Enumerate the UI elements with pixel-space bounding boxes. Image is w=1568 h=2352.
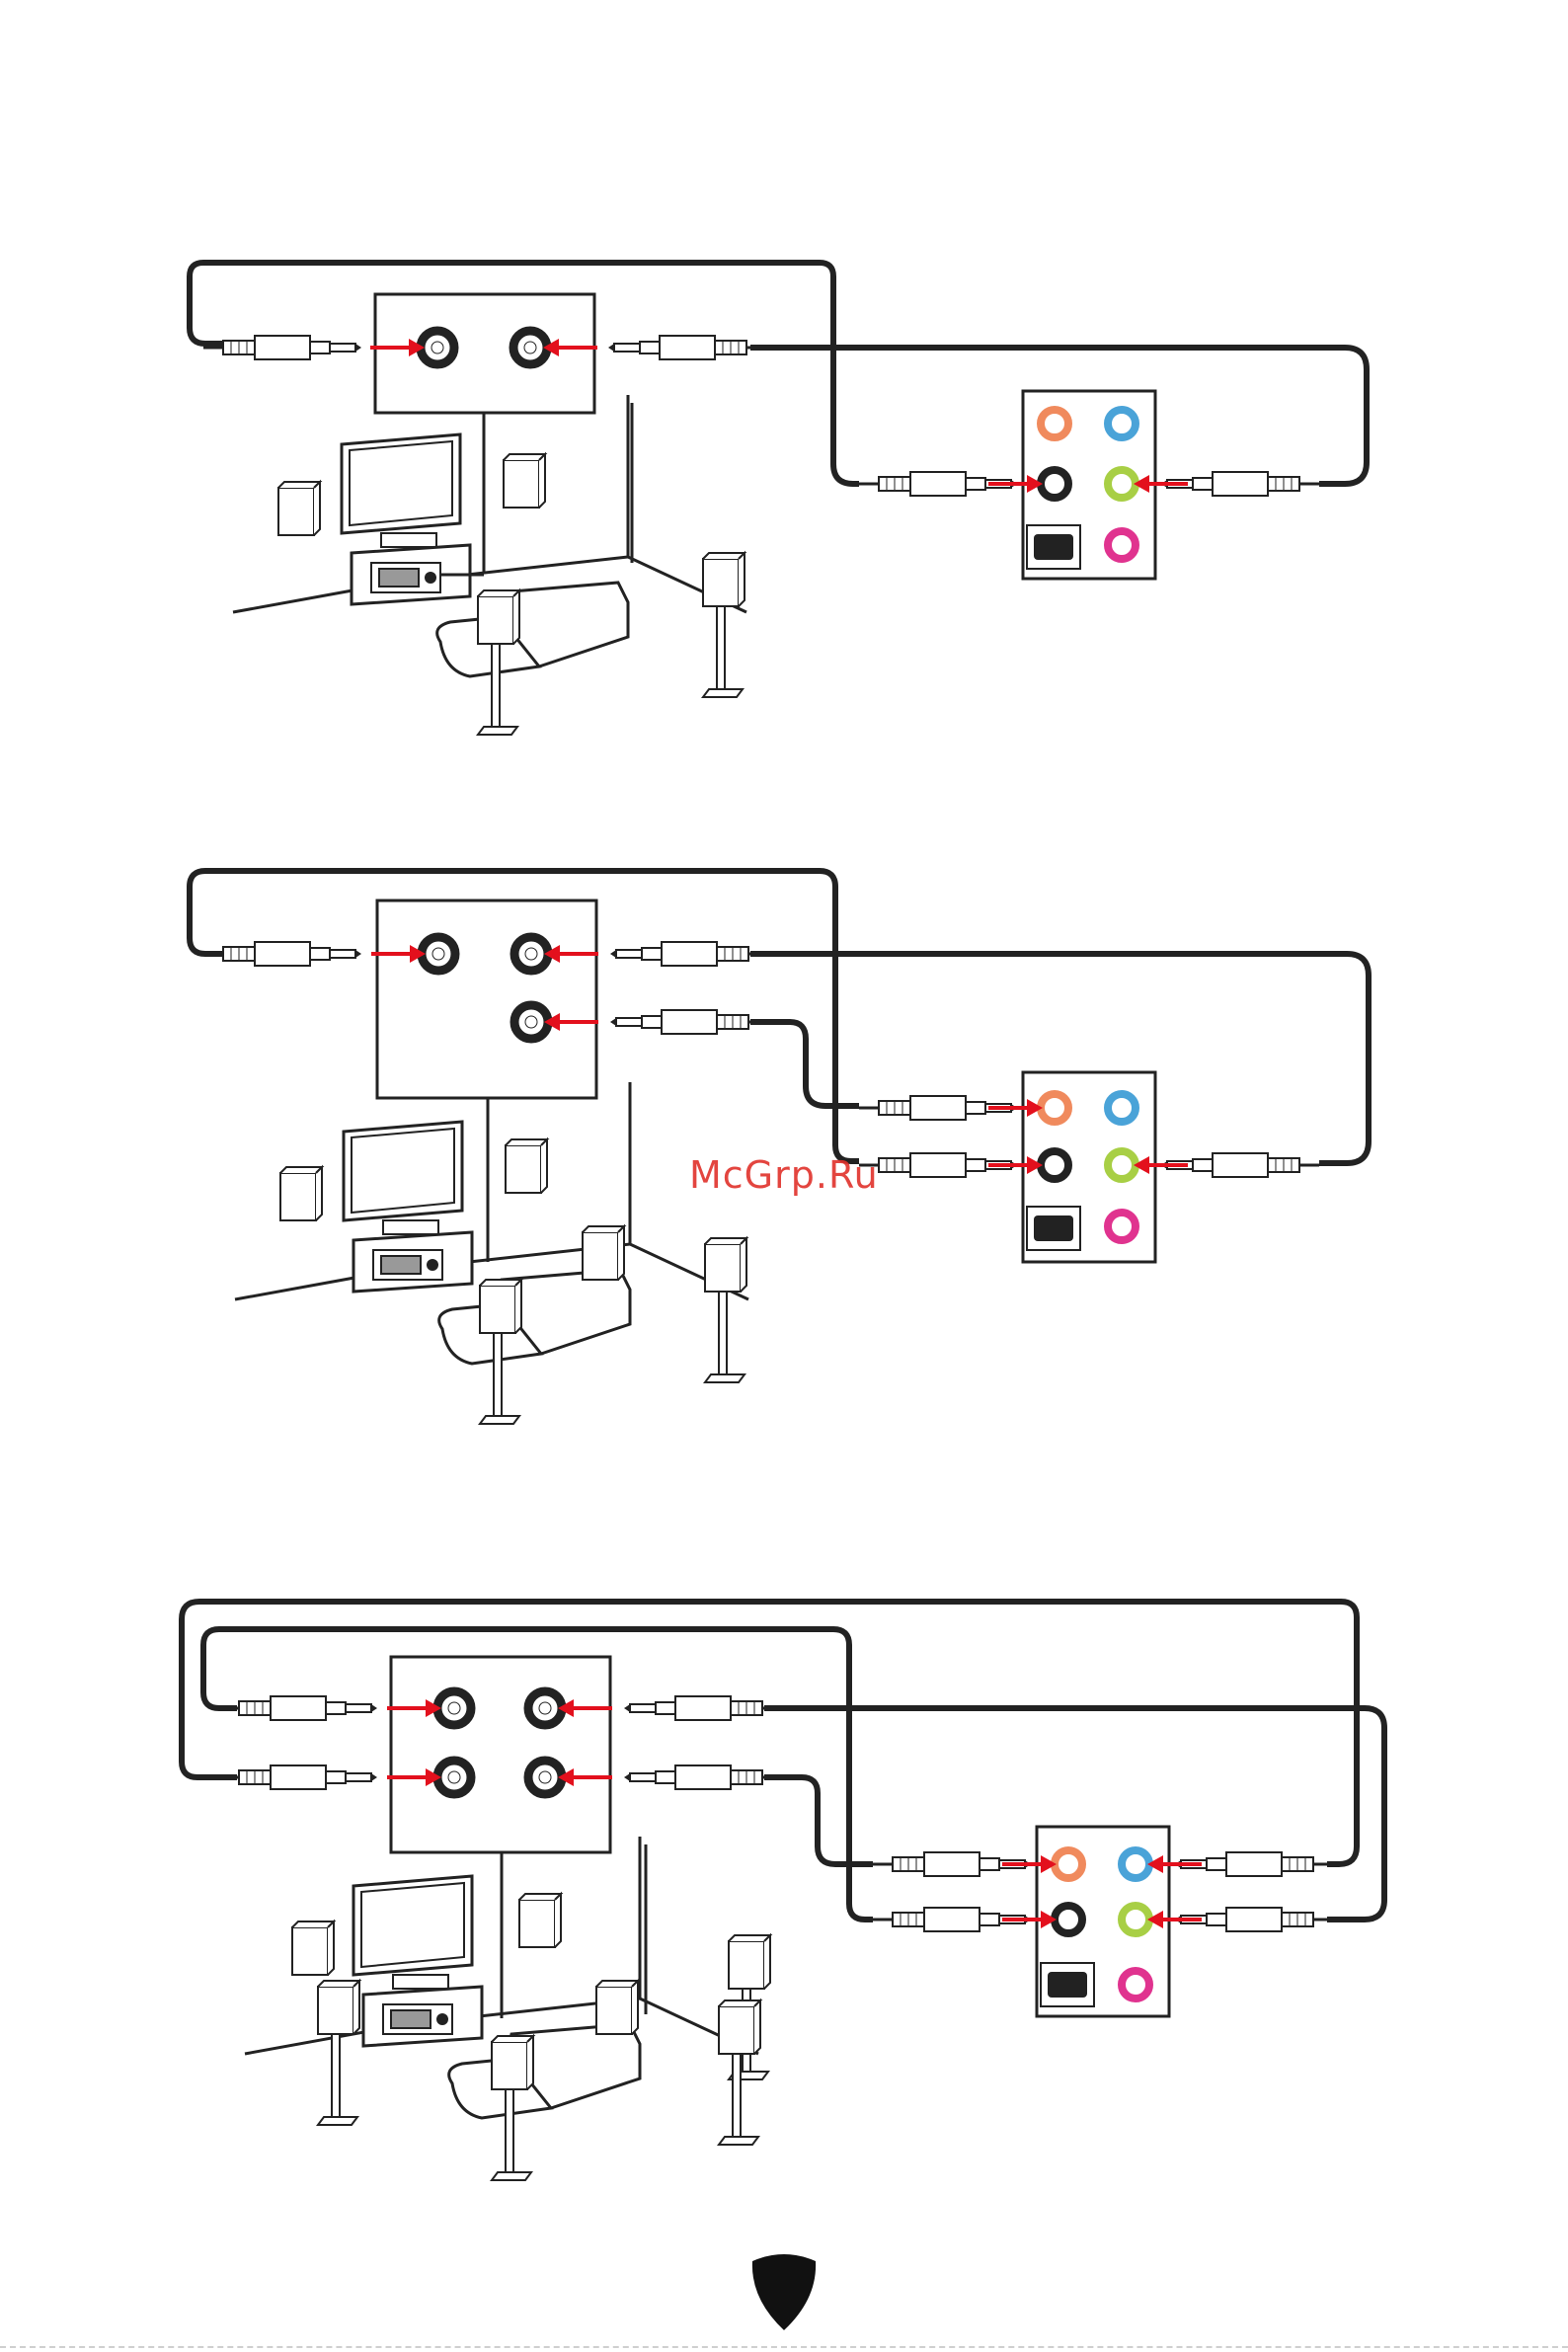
black-jack [1041, 470, 1068, 498]
audio-plug [610, 942, 768, 966]
receiver-jack [437, 1691, 471, 1725]
floor-speaker-icon [705, 1238, 746, 1382]
stereo-diagram [190, 263, 1367, 735]
green-jack [1122, 1906, 1149, 1933]
audio-plug [219, 1696, 377, 1720]
speaker-icon [506, 1139, 547, 1193]
pink-jack [1108, 531, 1136, 559]
audio-plug [203, 942, 361, 966]
audio-plug [610, 1010, 768, 1034]
receiver-panel [377, 901, 596, 1098]
green-jack [1108, 470, 1136, 498]
black-jack [1041, 1151, 1068, 1179]
receiver-jack [528, 1761, 562, 1794]
speaker-icon [278, 482, 320, 535]
subwoofer-icon [583, 1226, 624, 1280]
receiver-jack [513, 331, 547, 364]
receiver-jack [514, 937, 548, 971]
speaker-icon [519, 1894, 561, 1947]
black-jack [1055, 1906, 1082, 1933]
floor-speaker-icon [703, 553, 745, 697]
page-bottom-rule [0, 2346, 1568, 2348]
seven-one-diagram [182, 1602, 1384, 2180]
blue-jack [1108, 410, 1136, 437]
msi-shield-icon [752, 2254, 816, 2330]
audio-plug [608, 336, 766, 359]
receiver-jack [421, 331, 454, 364]
subwoofer-icon [596, 1981, 638, 2034]
blue-jack [1108, 1094, 1136, 1122]
watermark-text: McGrp.Ru [689, 1153, 879, 1197]
green-jack [1108, 1151, 1136, 1179]
receiver-jack [514, 1005, 548, 1039]
audio-plug [624, 1696, 782, 1720]
blue-jack [1122, 1850, 1149, 1878]
pink-jack [1108, 1213, 1136, 1240]
floor-speaker-icon [318, 1981, 359, 2125]
orange-jack [1041, 1094, 1068, 1122]
receiver-jack [528, 1691, 562, 1725]
speaker-icon [280, 1167, 322, 1220]
receiver-jack [437, 1761, 471, 1794]
audio-plug [203, 336, 361, 359]
orange-jack [1055, 1850, 1082, 1878]
receiver-panel [391, 1657, 610, 1852]
pink-jack [1122, 1971, 1149, 1999]
audio-plug [624, 1765, 782, 1789]
five-one-diagram [190, 871, 1369, 1424]
speaker-icon [292, 1921, 334, 1975]
receiver-jack [422, 937, 455, 971]
audio-plug [219, 1765, 377, 1789]
speaker-icon [504, 454, 545, 508]
receiver-panel [375, 294, 594, 413]
orange-jack [1041, 410, 1068, 437]
